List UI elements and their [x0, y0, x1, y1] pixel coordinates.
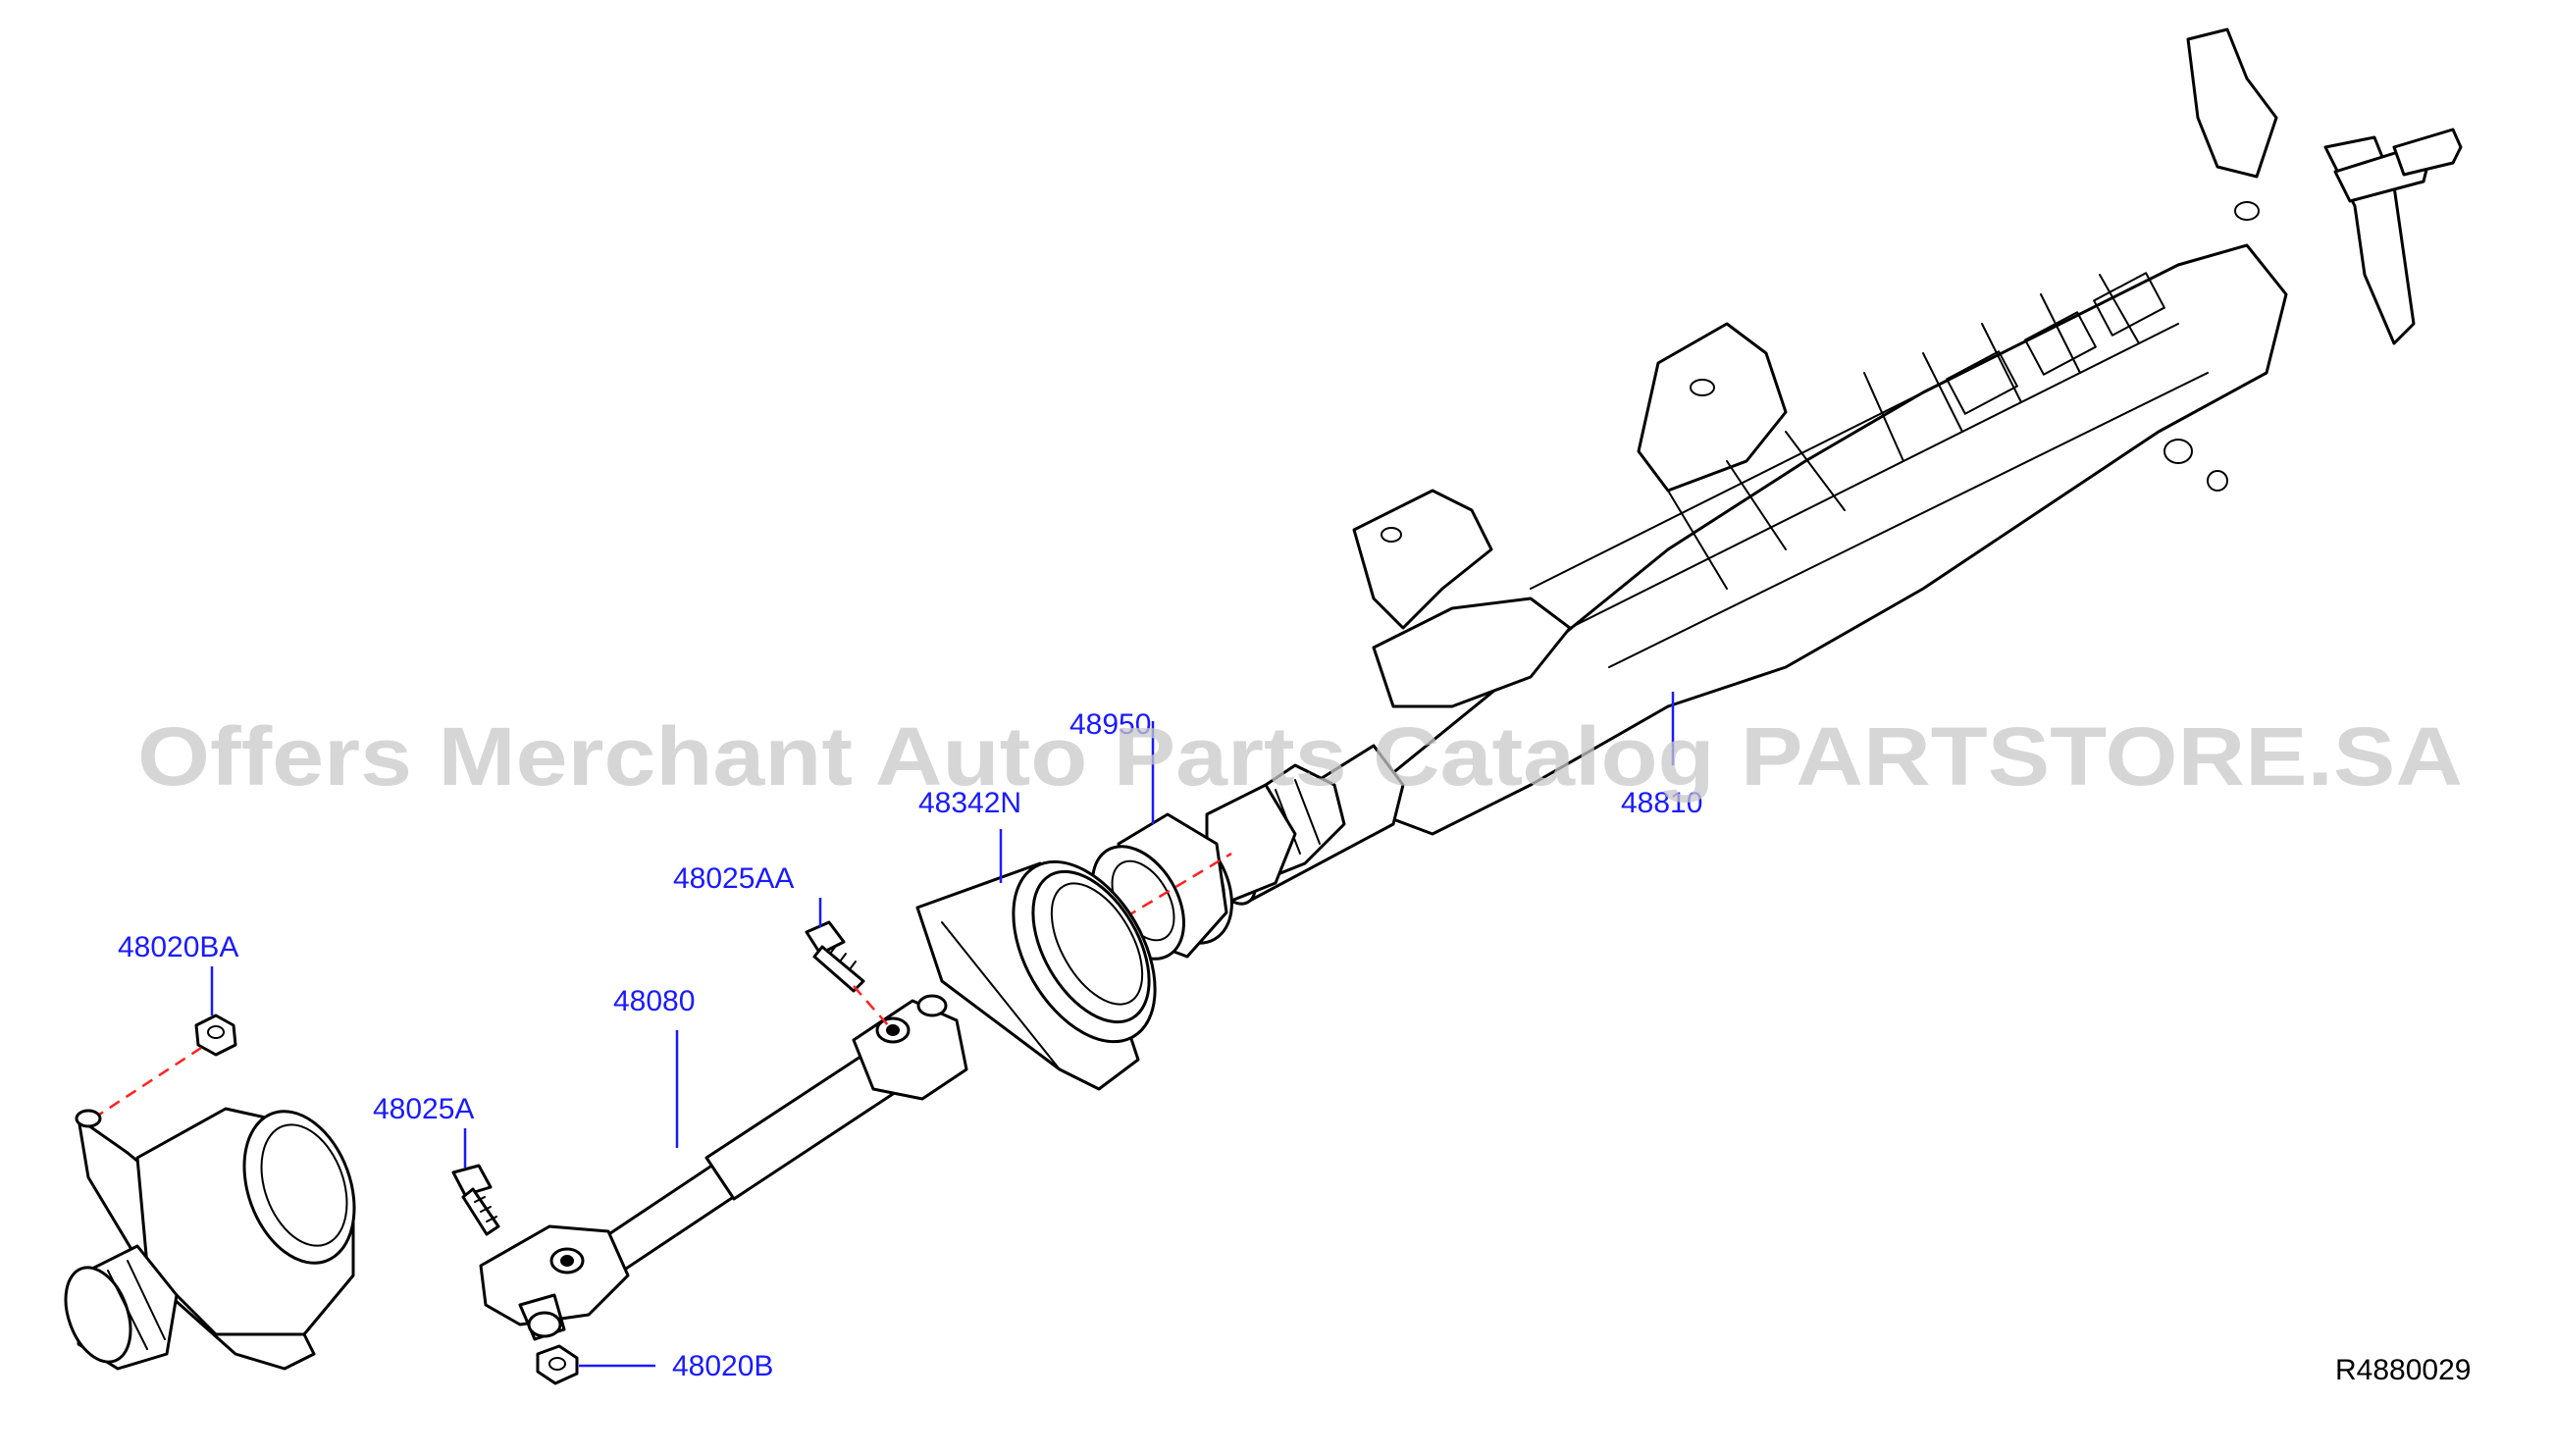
steering-column-assembly[interactable] [1198, 27, 2463, 911]
alignment-line-48020ba [92, 1046, 202, 1120]
bolt-48025a[interactable] [451, 1164, 500, 1236]
label-48020b[interactable]: 48020B [672, 1350, 773, 1382]
watermark-text: Offers Merchant Auto Parts Catalog PARTS… [137, 710, 2463, 803]
lower-shaft-48080[interactable] [479, 994, 968, 1341]
bolt-48025aa[interactable] [805, 920, 865, 993]
label-48810[interactable]: 48810 [1621, 787, 1702, 819]
nut-48020ba[interactable] [194, 1014, 237, 1057]
nut-48020b[interactable] [536, 1344, 579, 1385]
column-bearing-48950[interactable] [1073, 806, 1252, 975]
label-48020ba[interactable]: 48020BA [118, 931, 238, 963]
label-48025aa[interactable]: 48025AA [673, 862, 794, 895]
label-48342n[interactable]: 48342N [918, 787, 1021, 819]
lower-hole-cover[interactable] [54, 1096, 375, 1371]
alignment-line-48025aa [853, 985, 889, 1026]
label-48950[interactable]: 48950 [1069, 708, 1151, 741]
diagram-reference-id: R4880029 [2335, 1354, 2471, 1386]
label-48080[interactable]: 48080 [613, 985, 695, 1017]
dust-seal-48342n[interactable] [915, 837, 1184, 1091]
label-48025a[interactable]: 48025A [373, 1093, 474, 1125]
